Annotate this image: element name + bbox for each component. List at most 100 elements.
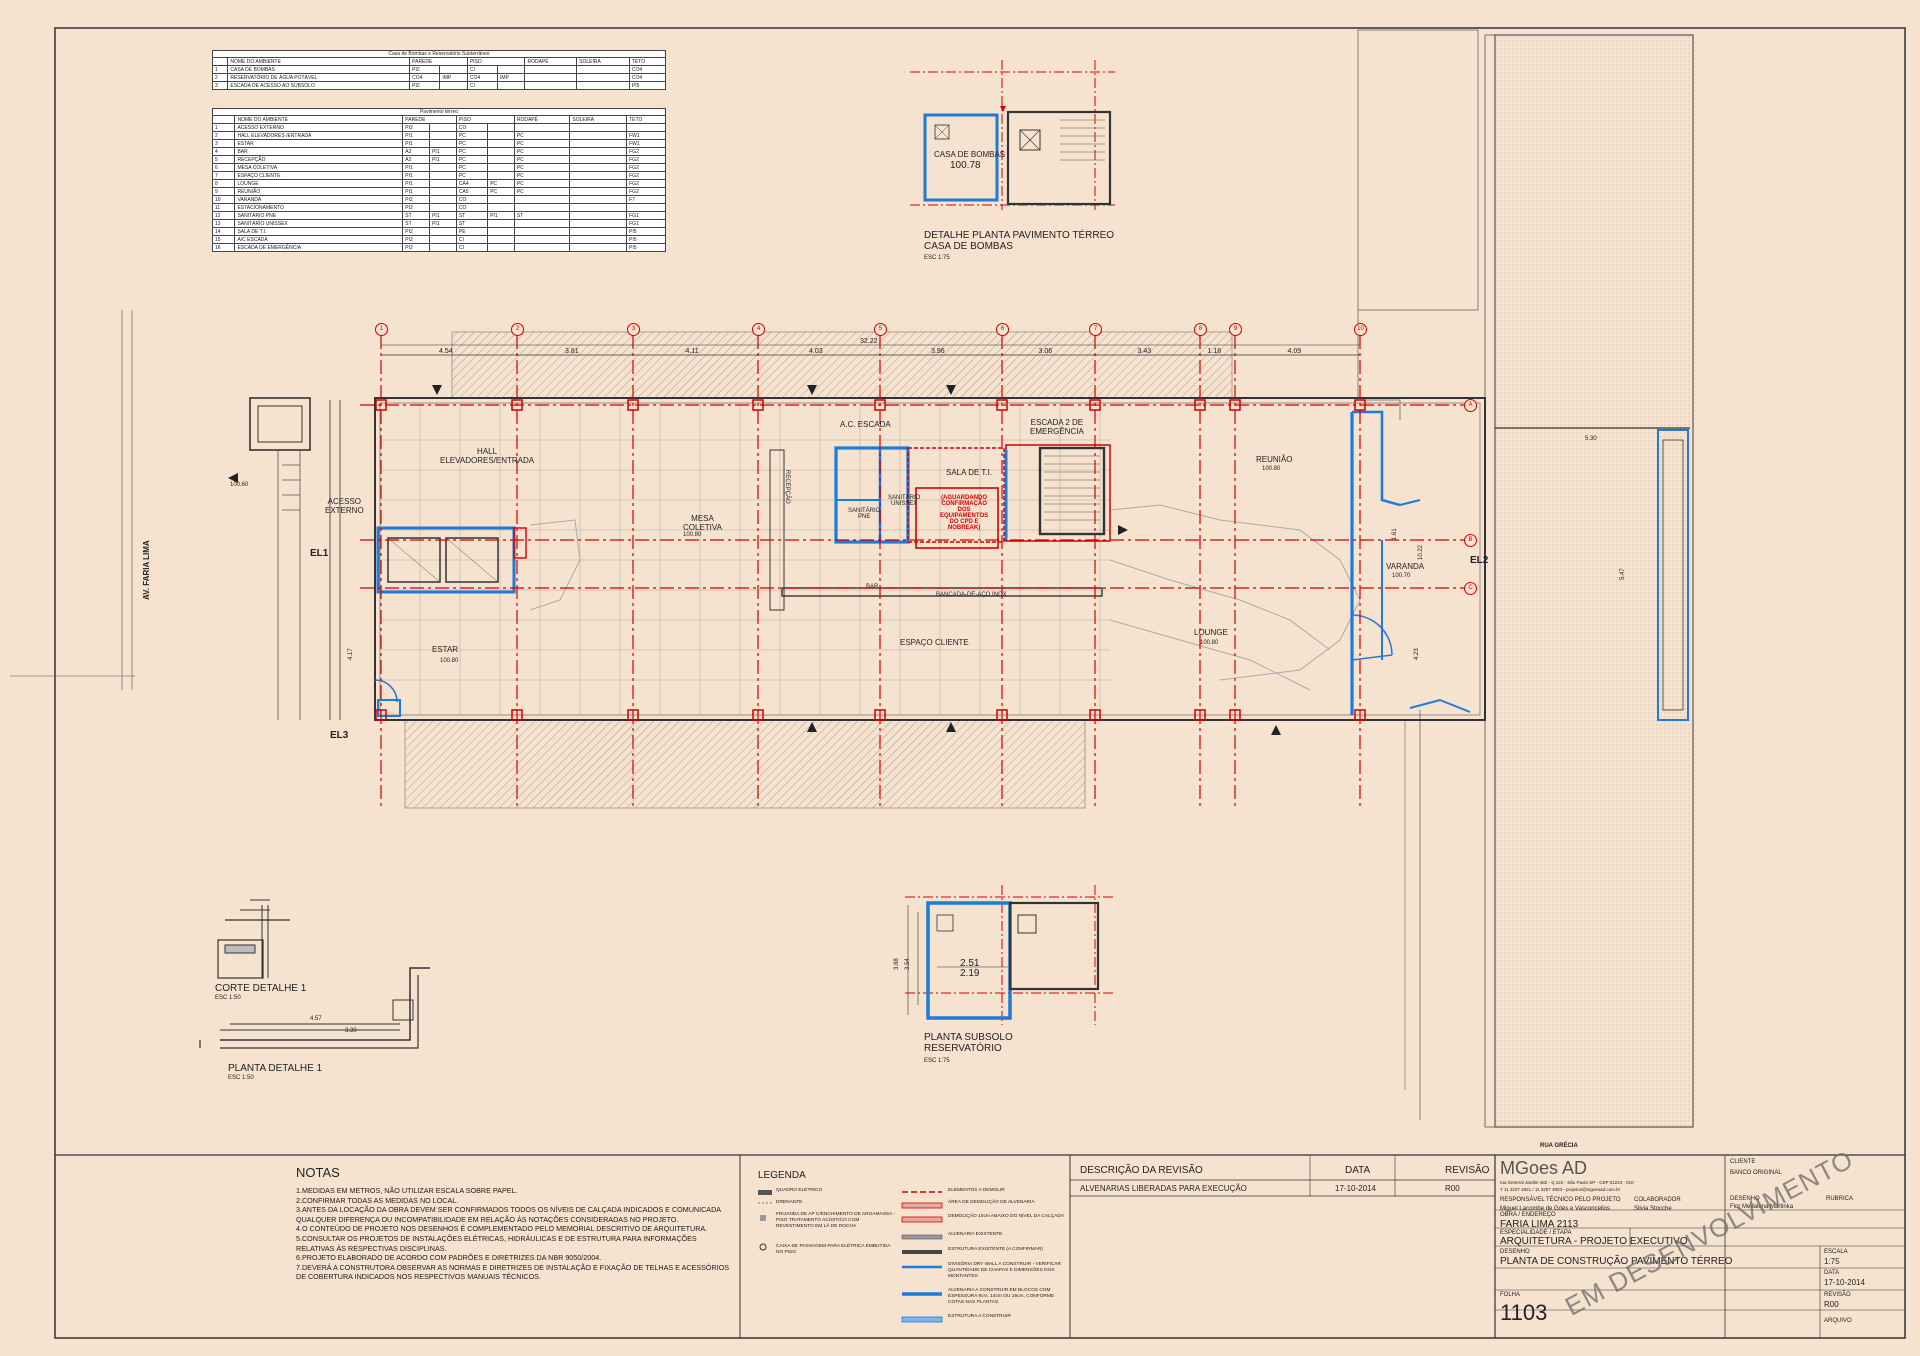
folha-label: FOLHA <box>1500 1292 1521 1298</box>
grid-bubble-4: 4 <box>752 323 765 336</box>
table-cell: PI2 <box>402 227 431 236</box>
structural-grid-h <box>360 404 1475 589</box>
table-cell: CA4 <box>455 179 489 188</box>
table-cell: CI <box>455 235 489 244</box>
company-tel: T 11 3237 4821 / 11 3257 3803 - projetos… <box>1500 1187 1621 1192</box>
table-cell <box>569 211 628 220</box>
table-cell: ESCADA DE EMERGÊNCIA <box>234 243 404 252</box>
detail-corte-title: CORTE DETALHE 1 <box>215 983 307 994</box>
obra-label: OBRA / ENDEREÇO <box>1500 1212 1556 1218</box>
legend-item: DRENANTE <box>776 1200 803 1205</box>
schedule-subsolo-title: Casa de Bombas e Reservatório Subterrâne… <box>212 50 666 57</box>
note-item: 5.CONSULTAR OS PROJETOS DE INSTALAÇÕES E… <box>296 1233 697 1243</box>
level-reuniao: 100.80 <box>1262 466 1281 472</box>
table-cell <box>497 81 526 90</box>
room-sanitario-unissex: SANITÁRIO UNISSEX <box>888 495 921 507</box>
legend-item: FRIJANDA DE AP C/ENCHIMENTO DE ARGAMASSA… <box>776 1212 895 1229</box>
table-cell: RESERVATÓRIO DE ÁGUA POTÁVEL <box>227 73 411 82</box>
table-cell <box>569 123 628 132</box>
grid-bubble-C: C <box>1464 582 1477 595</box>
table-cell <box>569 179 628 188</box>
table-cell <box>487 235 515 244</box>
schedule-col-num <box>211 115 236 124</box>
table-cell <box>576 65 630 74</box>
table-cell: PC <box>455 139 489 148</box>
table-cell: 13 <box>211 219 236 228</box>
grid-bubble-1: 1 <box>375 323 388 336</box>
table-cell: 6 <box>211 163 236 172</box>
table-cell <box>487 227 515 236</box>
table-cell: PC <box>455 171 489 180</box>
table-cell <box>429 243 457 252</box>
table-cell: PI2 <box>402 243 431 252</box>
grid-bubble-9: 9 <box>1229 323 1242 336</box>
room-varanda: VARANDA <box>1386 562 1425 571</box>
schedule-col-header: NOME DO AMBIENTE <box>227 57 411 66</box>
table-cell: FW1 <box>626 139 666 148</box>
room-reuniao: REUNIÃO <box>1256 455 1293 464</box>
table-cell: IMP <box>439 73 468 82</box>
schedule-col-num <box>211 57 229 66</box>
legend-item: CAIXA DE PASSAGEM PARA ELÉTRICA EMBUTIDA… <box>776 1244 891 1255</box>
dim-251: 2.51 <box>960 958 980 969</box>
table-cell: 10 <box>211 195 236 204</box>
table-cell: PC <box>513 171 571 180</box>
note-item: 2.CONFIRMAR TODAS AS MEDIDAS NO LOCAL. <box>296 1195 459 1205</box>
table-cell: SALA DE T.I. <box>234 227 404 236</box>
dim-457: 4.57 <box>310 1016 322 1022</box>
grid-dimension: 4.09 <box>1287 348 1302 355</box>
table-cell: PI2 <box>402 203 431 212</box>
folha: 1103 <box>1500 1300 1548 1325</box>
table-cell: CI <box>466 81 499 90</box>
table-cell: FG1 <box>626 219 666 228</box>
table-cell: IMP <box>497 73 526 82</box>
detail-subsolo-scale: ESC 1:75 <box>924 1058 950 1064</box>
schedule-col-header: SOLEIRA <box>569 115 628 124</box>
table-cell <box>569 163 628 172</box>
room-sala-ti: SALA DE T.I. <box>946 468 993 477</box>
legend-item: ALVENARIA EXISTENTE <box>948 1232 1003 1237</box>
table-cell: PI2 <box>402 195 431 204</box>
level-estar: 100.80 <box>440 658 459 664</box>
room-ac-escada: A.C. ESCADA <box>840 420 891 429</box>
revisao-label: REVISÃO <box>1824 1292 1851 1298</box>
table-cell: PC <box>487 187 515 196</box>
dim-219: 2.19 <box>960 968 980 979</box>
table-cell <box>429 163 457 172</box>
company-logo: MGoes AD <box>1500 1158 1588 1178</box>
grid-bubble-7: 7 <box>1089 323 1102 336</box>
legend-item: ÁREA DE DEMOLIÇÃO DE ALVENARIA <box>948 1200 1035 1205</box>
table-cell <box>513 243 571 252</box>
room-lounge: LOUNGE <box>1194 628 1228 637</box>
obra: FARIA LIMA 2113 <box>1500 1219 1579 1230</box>
cliente-label: CLIENTE <box>1730 1159 1756 1165</box>
revisao: R00 <box>1824 1300 1839 1309</box>
table-cell <box>429 139 457 148</box>
table-cell: CO <box>455 203 489 212</box>
table-cell: A2 <box>402 147 431 156</box>
room-escada2: ESCADA 2 DE EMERGÊNCIA <box>1030 418 1084 436</box>
table-cell: 1 <box>211 65 229 74</box>
table-cell: ESTAR <box>234 139 404 148</box>
rev-rev: R00 <box>1445 1184 1460 1193</box>
room-estar: ESTAR <box>432 645 459 654</box>
table-cell <box>569 147 628 156</box>
table-cell: PI2 <box>409 81 441 90</box>
detail-corte <box>217 899 290 979</box>
note-item: DE COBERTURA INDICADOS NOS RESPECTIVOS M… <box>296 1272 541 1282</box>
elevator-core <box>376 526 516 594</box>
table-cell: F7 <box>626 195 666 204</box>
dim-423: 4.23 <box>1414 648 1420 660</box>
table-cell: PI1 <box>402 139 431 148</box>
table-cell <box>487 203 515 212</box>
grid-total-dimension: 32.22 <box>860 338 878 345</box>
table-cell: 1 <box>211 123 236 132</box>
legend-item: ELEMENTOS A DEMOLIR <box>948 1188 1005 1193</box>
